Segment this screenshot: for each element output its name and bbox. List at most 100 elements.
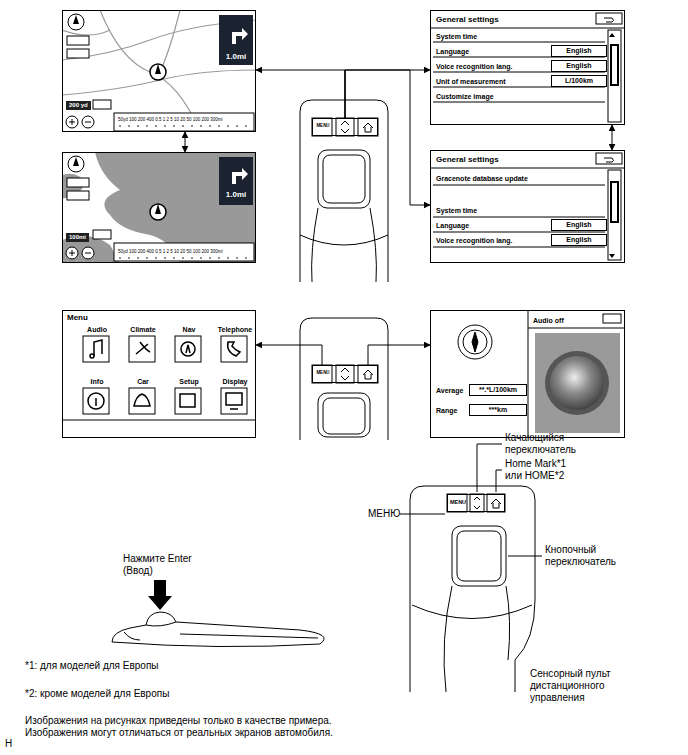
connector-arrow bbox=[368, 345, 430, 365]
drawing-path bbox=[95, 398, 97, 406]
screen-text: Menu bbox=[67, 314, 88, 323]
drawing-rect bbox=[67, 36, 89, 45]
screen-text: Language bbox=[436, 222, 469, 230]
screen-text: System time bbox=[436, 33, 477, 41]
drawing-rect bbox=[67, 49, 89, 58]
drawing-g bbox=[458, 310, 625, 438]
drawing-rect bbox=[129, 388, 155, 414]
drawing-path bbox=[609, 33, 615, 258]
drawing-path bbox=[300, 100, 388, 282]
drawing-path bbox=[604, 18, 614, 22]
screen-text: English bbox=[551, 60, 607, 72]
drawing-path bbox=[62, 420, 256, 421]
screen-text: 100mi bbox=[66, 233, 89, 242]
drawing-rect bbox=[129, 336, 155, 362]
drawing-rect bbox=[312, 365, 332, 383]
drawing-circle bbox=[458, 325, 492, 359]
drawing-path bbox=[230, 408, 238, 410]
drawing-path bbox=[69, 250, 75, 256]
drawing-g bbox=[300, 100, 388, 440]
connector-arrow bbox=[345, 70, 430, 118]
remote-buttons: MENU bbox=[447, 494, 505, 512]
screen-text: General settings bbox=[436, 16, 499, 25]
audio-screen: Audio offAverage**.*L/100kmRange***km bbox=[430, 310, 625, 438]
screen-text: L/100km bbox=[551, 75, 607, 87]
drawing-path bbox=[472, 332, 478, 352]
drawing-path bbox=[300, 208, 388, 282]
screen-text: 50yd 100 200 400 0.5 1 2 5 10 20 50 100 … bbox=[118, 118, 223, 123]
screen-text: Audio bbox=[75, 326, 119, 334]
drawing-circle bbox=[82, 247, 94, 259]
drawing-path bbox=[363, 123, 373, 132]
drawing-path bbox=[136, 342, 150, 354]
screen-text: English bbox=[551, 45, 607, 57]
drawing-path bbox=[124, 622, 318, 640]
drawing-path bbox=[232, 168, 248, 184]
screen-text: Unit of measurement bbox=[436, 78, 506, 86]
callout-label: Сенсорный пульт дистанционного управлени… bbox=[530, 668, 645, 704]
drawing-rect bbox=[336, 118, 354, 136]
drawing-g bbox=[88, 340, 242, 409]
note-text: Изображения на рисунках приведены только… bbox=[25, 715, 365, 739]
drawing-circle bbox=[150, 64, 166, 80]
drawing-circle bbox=[88, 393, 104, 409]
drawing-rect bbox=[93, 100, 111, 109]
remote-buttons: MENU bbox=[312, 118, 378, 136]
drawing-rect bbox=[608, 170, 621, 260]
screen-text: Range bbox=[436, 407, 457, 415]
drawing-rect bbox=[83, 336, 109, 362]
drawing-path bbox=[232, 28, 248, 44]
drawing-rect bbox=[611, 45, 618, 85]
menu-screen: MenuAudioClimateNavTelephoneInfoCarSetup… bbox=[62, 310, 256, 438]
settings-screen: General settingsGracenote database updat… bbox=[430, 150, 625, 263]
drawing-rect bbox=[116, 255, 252, 259]
screen-text: Car bbox=[121, 378, 165, 386]
drawing-path bbox=[363, 370, 373, 379]
drawing-rect bbox=[452, 526, 506, 586]
connector-arrow bbox=[185, 132, 186, 152]
drawing-rect bbox=[487, 494, 505, 512]
drawing-g bbox=[62, 10, 256, 132]
drawing-path bbox=[528, 310, 625, 438]
drawing-path bbox=[85, 253, 91, 254]
drawing-circle bbox=[181, 342, 195, 356]
drawing-circle bbox=[150, 204, 166, 220]
screen-text: **.*L/100km bbox=[469, 384, 527, 396]
drawing-rect bbox=[611, 182, 618, 222]
callout-label: Home Mark*1 или HOME*2 bbox=[505, 458, 585, 482]
drawing-rect bbox=[358, 365, 378, 383]
connector-arrow bbox=[612, 125, 613, 150]
drawing-rect bbox=[596, 153, 622, 164]
settings-screen: General settingsSystem timeLanguageEngli… bbox=[430, 10, 625, 125]
drawing-path bbox=[474, 497, 480, 509]
drawing-circle bbox=[68, 156, 84, 172]
drawing-rect bbox=[457, 531, 501, 581]
screen-text: Voice recognition lang. bbox=[436, 237, 513, 245]
drawing-rect bbox=[312, 118, 332, 136]
drawing-rect bbox=[67, 178, 89, 187]
drawing-rect bbox=[67, 191, 89, 200]
drawing-rect bbox=[336, 365, 354, 383]
drawing-rect bbox=[221, 336, 247, 362]
drawing-path bbox=[148, 580, 172, 610]
drawing-rect bbox=[608, 30, 621, 122]
drawing-path bbox=[134, 394, 150, 406]
screen-text: Climate bbox=[121, 326, 165, 334]
drawing-circle bbox=[68, 14, 84, 30]
drawing-rect bbox=[535, 333, 620, 433]
drawing-rect bbox=[180, 394, 195, 407]
screen-text: Gracenote database update bbox=[436, 175, 528, 183]
drawing-path bbox=[155, 204, 161, 214]
drawing-rect bbox=[596, 13, 622, 24]
screen-text: Display bbox=[213, 378, 257, 386]
drawing-circle bbox=[82, 116, 94, 128]
connector-arrow bbox=[345, 70, 430, 205]
drawing-g bbox=[62, 152, 256, 263]
screen-text: MENU bbox=[313, 371, 333, 376]
drawing-circle bbox=[463, 330, 487, 354]
screen-text: 1.0mi bbox=[219, 53, 253, 62]
callout-label: Кнопочный переключатель bbox=[545, 544, 635, 568]
